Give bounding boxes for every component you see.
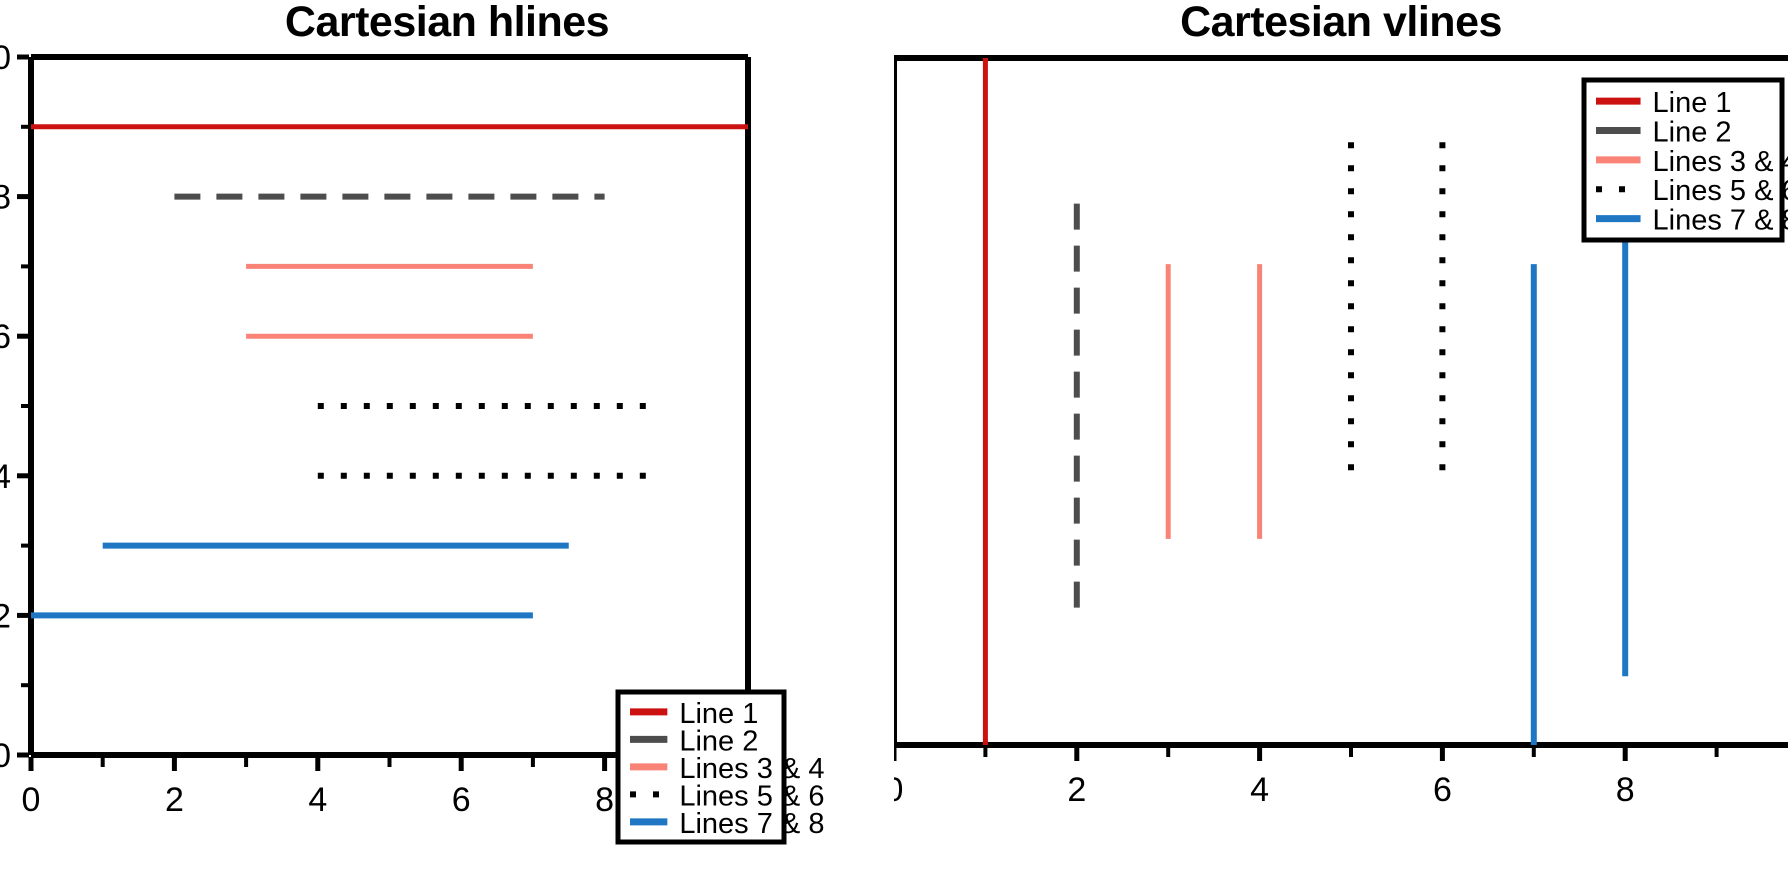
- x-tick-label: 6: [1433, 771, 1452, 809]
- y-tick-label: 4: [0, 458, 11, 496]
- y-tick-label: 2: [0, 597, 11, 635]
- x-tick-label: 2: [165, 781, 184, 819]
- legend-label: Lines 3 & 4: [1653, 146, 1788, 178]
- x-tick-label: 0: [894, 771, 903, 809]
- data-series-group: [31, 124, 748, 619]
- x-tick-label: 4: [1250, 771, 1269, 809]
- legend-label: Lines 7 & 8: [1653, 205, 1788, 237]
- legend-label: Line 2: [679, 725, 758, 757]
- x-tick-label: 2: [1067, 771, 1086, 809]
- axis-ticks: [17, 54, 751, 771]
- legend-label: Line 2: [1653, 116, 1732, 148]
- x-tick-label: 8: [1616, 771, 1635, 809]
- chart-panel-hlines: Cartesian hlines 02468100246810Line 1Lin…: [0, 0, 824, 845]
- axis-ticks: [894, 747, 1719, 761]
- page-title: Cartesian hlines: [284, 0, 610, 46]
- legend-label: Line 1: [679, 698, 758, 730]
- x-tick-label: 8: [595, 781, 614, 819]
- y-tick-label: 10: [0, 39, 11, 77]
- x-tick-label: 6: [452, 781, 471, 819]
- axes-frame: [28, 54, 751, 758]
- x-tick-label: 4: [308, 781, 327, 819]
- axes-frame: [894, 55, 1788, 748]
- y-tick-label: 6: [0, 318, 11, 356]
- y-tick-label: 0: [0, 737, 11, 775]
- legend-label: Lines 5 & 6: [1653, 175, 1788, 207]
- page-title-secondary: Cartesian vlines: [1180, 0, 1502, 46]
- legend-label: Line 1: [1653, 87, 1732, 119]
- tick-labels: 02468100246810: [894, 771, 1635, 809]
- legend-label: Lines 3 & 4: [679, 753, 824, 785]
- legend-label: Lines 7 & 8: [679, 808, 824, 840]
- legend-label: Lines 5 & 6: [679, 780, 824, 812]
- chart-panel-vlines: Cartesian vlines 02468100246810Line 1Lin…: [894, 0, 1788, 895]
- x-tick-label: 0: [22, 781, 41, 819]
- y-tick-label: 8: [0, 179, 11, 217]
- data-series-group: [982, 58, 1629, 745]
